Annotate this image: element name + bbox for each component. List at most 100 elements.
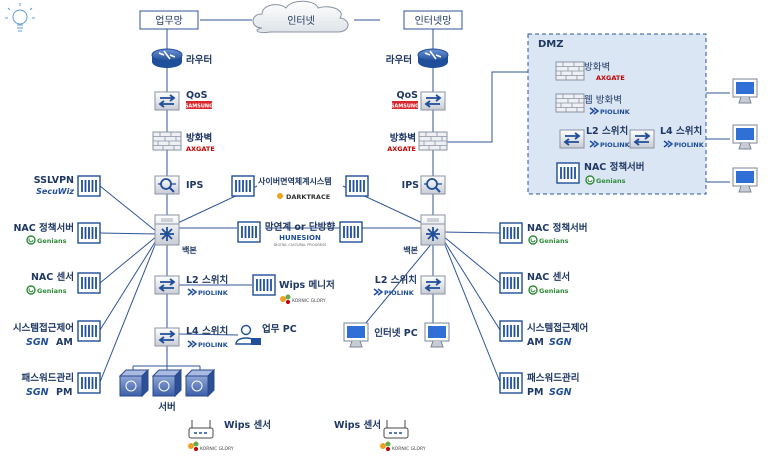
- right-sys-access-label: 시스템접근제어: [527, 322, 588, 334]
- netlink-sub: DIGITAL CULTURAL PROGRESS: [274, 243, 328, 247]
- right-zone-box: 인터넷망: [403, 10, 463, 30]
- dmz-l2-label: L2 스위치: [586, 125, 628, 137]
- internet-pc-label: 인터넷 PC: [374, 327, 417, 339]
- dmz-waf-label: 웹 방화벽: [584, 95, 622, 106]
- cyber-label: 사이버면역체계시스템: [258, 176, 332, 186]
- right-firewall-vendor: AXGATE: [387, 145, 416, 153]
- right-pw-tag: PM: [527, 387, 543, 398]
- right-sys-access-vendor: SGN: [549, 337, 572, 348]
- left-servers: 서버: [119, 369, 215, 413]
- dmz-title: DMZ: [538, 39, 564, 50]
- left-wips-sensor: Wips 센서 KORNIC GLORY: [188, 419, 271, 452]
- left-zone-label: 업무망: [155, 14, 183, 27]
- lightbulb-icon: [5, 3, 35, 32]
- cyber-vendor: DARKTRACE: [286, 193, 330, 201]
- dmz-waf-vendor: PIOLINK: [600, 108, 631, 116]
- right-firewall: 방화벽 AXGATE: [387, 131, 448, 153]
- right-l2-vendor: PIOLINK: [384, 289, 415, 297]
- left-backbone-label: 백본: [182, 245, 197, 255]
- left-sslvpn-vendor: SecuWiz: [36, 187, 74, 196]
- left-wips-sensor-vendor: KORNIC GLORY: [200, 446, 234, 452]
- left-firewall-label: 방화벽: [186, 132, 212, 144]
- right-pw-vendor: SGN: [549, 387, 572, 398]
- cyber-immune-system: 사이버면역체계시스템 DARKTRACE: [231, 175, 369, 201]
- right-zone-label: 인터넷망: [415, 15, 452, 27]
- internet-pcs: 인터넷 PC: [343, 322, 450, 348]
- work-pc: 업무 PC: [235, 323, 297, 345]
- right-qos-label: QoS: [397, 90, 419, 101]
- right-nac-policy-label: NAC 정책서버: [527, 222, 588, 234]
- dmz-firewall-label: 방화벽: [584, 62, 610, 73]
- dmz-pcs: [732, 78, 758, 193]
- right-ips: IPS: [402, 175, 446, 195]
- right-l2-switch: L2 스위치 PIOLINK: [373, 274, 446, 297]
- right-sys-access: 시스템접근제어 AM SGN: [499, 320, 588, 348]
- netlink-label: 망연계 or 단방향: [265, 221, 336, 233]
- right-ips-label: IPS: [402, 180, 419, 191]
- internet-pc-1: [343, 322, 369, 348]
- right-qos: QoS SAMSUNG: [391, 90, 446, 111]
- right-nac-policy-vendor: Genians: [539, 237, 569, 245]
- dmz-pc-1: [732, 78, 758, 104]
- left-l2-label: L2 스위치: [186, 274, 228, 286]
- right-nac-policy: NAC 정책서버 Genians: [499, 222, 588, 245]
- left-qos-label: QoS: [186, 90, 208, 101]
- dmz-nac-label: NAC 정책서버: [584, 161, 645, 173]
- right-router: 라우터: [386, 48, 449, 69]
- right-sys-access-tag: AM: [527, 337, 544, 348]
- right-router-label: 라우터: [386, 54, 412, 66]
- right-l2-label: L2 스위치: [375, 274, 417, 286]
- right-pw-label: 패스워드관리: [527, 372, 579, 384]
- wips-mgr-vendor: KORNIC GLORY: [292, 298, 326, 304]
- left-pw-tag: PM: [56, 387, 72, 398]
- left-l2-switch: L2 스위치 PIOLINK: [154, 274, 229, 297]
- right-pw-mgmt: 패스워드관리 PM SGN: [499, 372, 579, 398]
- server-3: [185, 369, 215, 397]
- left-sslvpn: SSLVPN SecuWiz: [34, 175, 101, 197]
- right-backbone-label: 백본: [403, 245, 418, 255]
- left-backbone: 백본: [154, 214, 197, 255]
- network-link: 망연계 or 단방향 HUNESION DIGITAL CULTURAL PRO…: [237, 221, 363, 247]
- dmz-firewall: 방화벽 AXGATE: [555, 61, 625, 82]
- dmz-l2-vendor: PIOLINK: [600, 141, 631, 149]
- server-2: [152, 369, 182, 397]
- left-pw-label: 패스워드관리: [22, 372, 74, 384]
- left-ips-label: IPS: [186, 180, 203, 191]
- dmz-l4-switch: L4 스위치 PIOLINK: [629, 125, 705, 149]
- left-l4-label: L4 스위치: [186, 325, 228, 337]
- dmz-l2-switch: L2 스위치 PIOLINK: [559, 125, 631, 149]
- internet-pc-2: [424, 322, 450, 348]
- right-wips-sensor-vendor: KORNIC GLORY: [392, 446, 426, 452]
- left-pw-mgmt: 패스워드관리 SGN PM: [22, 372, 101, 398]
- left-sys-access-tag: AM: [56, 337, 73, 348]
- dmz-l4-label: L4 스위치: [660, 125, 702, 137]
- netlink-vendor: HUNESION: [279, 234, 321, 242]
- right-nac-sensor-label: NAC 센서: [527, 271, 570, 283]
- right-wips-sensor: Wips 센서 KORNIC GLORY: [334, 419, 426, 452]
- wips-mgr-label: Wips 메니저: [279, 279, 335, 291]
- right-qos-vendor: SAMSUNG: [391, 104, 419, 110]
- right-backbone: 백본: [403, 214, 446, 255]
- left-zone-box: 업무망: [139, 10, 199, 30]
- left-qos-vendor: SAMSUNG: [185, 104, 213, 110]
- left-nac-sensor: NAC 센서 Genians: [26, 271, 101, 295]
- server-label: 서버: [158, 401, 175, 413]
- left-nac-sensor-label: NAC 센서: [31, 271, 74, 283]
- left-ips: IPS: [154, 175, 203, 195]
- dmz-l4-vendor: PIOLINK: [674, 141, 705, 149]
- right-nac-sensor-vendor: Genians: [539, 287, 569, 295]
- left-sys-access-label: 시스템접근제어: [13, 322, 74, 334]
- left-pw-vendor: SGN: [26, 387, 49, 398]
- internet-cloud: 인터넷: [252, 0, 349, 33]
- left-router: 라우터: [151, 48, 212, 69]
- left-nac-policy-label: NAC 정책서버: [13, 222, 74, 234]
- left-nac-sensor-vendor: Genians: [37, 287, 67, 295]
- left-qos: QoS SAMSUNG: [154, 90, 213, 111]
- right-firewall-label: 방화벽: [390, 132, 416, 144]
- left-firewall-vendor: AXGATE: [186, 145, 215, 153]
- left-nac-policy-vendor: Genians: [37, 237, 67, 245]
- dmz-waf: 웹 방화벽 PIOLINK: [555, 93, 631, 116]
- dmz-pc-3: [732, 167, 758, 193]
